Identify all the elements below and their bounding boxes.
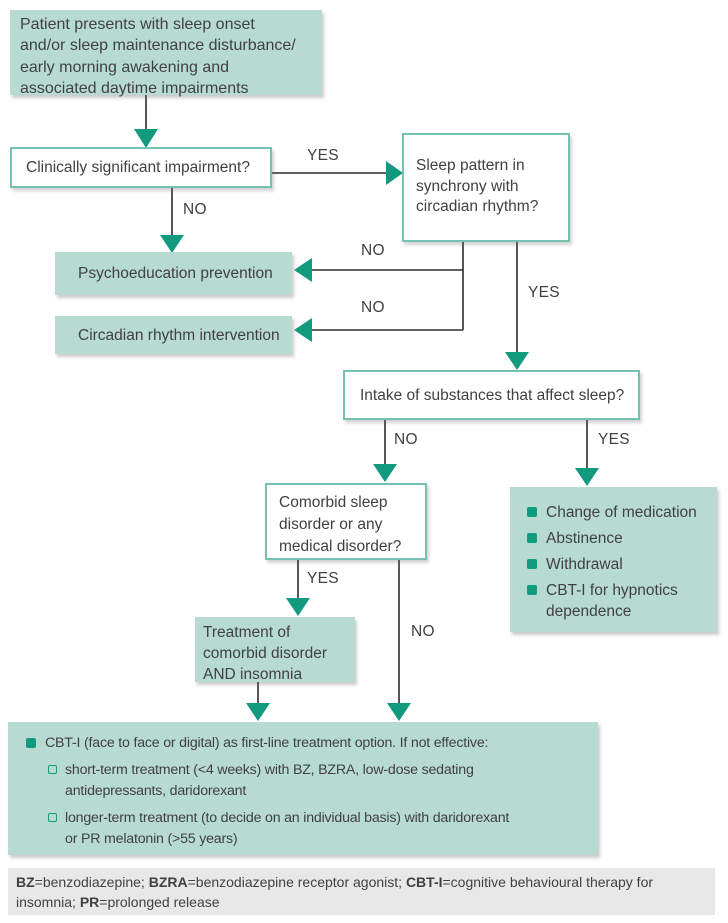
legend-abbr: BZ bbox=[16, 874, 35, 890]
edge-label-yes: YES bbox=[307, 147, 339, 164]
edge-label-no: NO bbox=[394, 431, 418, 448]
node-text-line: circadian rhythm? bbox=[416, 198, 539, 215]
square-bullet-icon bbox=[527, 559, 537, 569]
abbreviation-legend: BZ=benzodiazepine; BZRA=benzodiazepine r… bbox=[8, 868, 715, 915]
node-text-line: Treatment of bbox=[203, 624, 291, 641]
arrowhead-down-icon bbox=[575, 468, 599, 486]
legend-abbr: PR bbox=[79, 893, 100, 910]
edge-label-yes: YES bbox=[598, 431, 630, 448]
node-psychoeducation-prevention: Psychoeducation prevention bbox=[55, 252, 292, 295]
arrowhead-left-icon bbox=[294, 318, 312, 342]
node-question-text: Clinically significant impairment? bbox=[26, 159, 250, 176]
square-bullet-icon bbox=[527, 533, 537, 543]
node-clinically-significant-impairment: Clinically significant impairment? bbox=[10, 147, 272, 188]
node-comorbid-disorder-question: Comorbid sleep disorder or any medical d… bbox=[265, 483, 427, 560]
arrowhead-down-icon bbox=[373, 464, 397, 482]
arrowhead-down-icon bbox=[387, 703, 411, 721]
square-bullet-icon bbox=[527, 507, 537, 517]
list-item-text: CBT-I (face to face or digital) as first… bbox=[45, 735, 489, 751]
list-item-text: Abstinence bbox=[546, 530, 623, 547]
arrowhead-left-icon bbox=[294, 258, 312, 282]
list-item: short-term treatment (<4 weeks) with BZ,… bbox=[48, 760, 598, 802]
node-text-line: medical disorder? bbox=[279, 538, 402, 555]
legend-text: =prolonged release bbox=[99, 893, 220, 910]
list-item: Abstinence bbox=[527, 528, 707, 549]
node-text: Psychoeducation prevention bbox=[78, 265, 273, 282]
open-square-bullet-icon bbox=[48, 813, 57, 822]
square-bullet-icon bbox=[527, 585, 537, 595]
arrowhead-right-icon bbox=[386, 161, 403, 185]
node-text-line: Patient presents with sleep onset bbox=[20, 16, 255, 33]
list-item: longer-term treatment (to decide on an i… bbox=[48, 808, 598, 850]
list-item: Withdrawal bbox=[527, 554, 707, 575]
list-item: CBT-I (face to face or digital) as first… bbox=[26, 733, 598, 754]
arrowhead-down-icon bbox=[134, 129, 158, 148]
open-square-bullet-icon bbox=[48, 765, 57, 774]
list-item-text: Change of medication bbox=[546, 504, 697, 521]
node-text-line: Comorbid sleep bbox=[279, 494, 388, 511]
list-item-text: longer-term treatment (to decide on an i… bbox=[65, 810, 510, 847]
list-item: Change of medication bbox=[527, 502, 707, 523]
arrowhead-down-icon bbox=[286, 598, 310, 616]
arrowhead-down-icon bbox=[505, 352, 529, 370]
node-text-line: AND insomnia bbox=[203, 666, 303, 683]
node-text-line: and/or sleep maintenance disturbance/ bbox=[20, 37, 296, 55]
node-text-line: synchrony with bbox=[416, 177, 519, 195]
node-text-line: comorbid disorder bbox=[203, 645, 328, 662]
list-item: CBT-I for hypnotics dependence bbox=[527, 580, 707, 622]
node-text-line: Sleep pattern in bbox=[416, 157, 525, 174]
arrowhead-down-icon bbox=[246, 703, 270, 721]
node-comorbid-treatment: Treatment of comorbid disorder AND insom… bbox=[195, 617, 355, 683]
edge-label-no: NO bbox=[361, 242, 385, 259]
legend-abbr: CBT-I bbox=[405, 874, 443, 890]
node-text-line: associated daytime impairments bbox=[20, 79, 249, 97]
legend-text: =cognitive behavioural therapy for insom… bbox=[16, 874, 654, 910]
list-item-text: Withdrawal bbox=[546, 556, 623, 573]
edge-label-yes: YES bbox=[528, 284, 560, 301]
legend-abbr: BZRA bbox=[148, 874, 188, 890]
legend-text: =benzodiazepine; bbox=[34, 874, 149, 890]
list-item-text: short-term treatment (<4 weeks) with BZ,… bbox=[65, 762, 474, 799]
list-item-text: CBT-I for hypnotics dependence bbox=[546, 582, 678, 620]
legend-text: =benzodiazepine receptor agonist; bbox=[187, 874, 406, 890]
node-first-line-treatment: CBT-I (face to face or digital) as first… bbox=[8, 722, 598, 855]
node-text: Circadian rhythm intervention bbox=[78, 326, 280, 344]
node-substance-intake-question: Intake of substances that affect sleep? bbox=[343, 370, 640, 420]
edge-label-no: NO bbox=[361, 299, 385, 316]
node-circadian-rhythm-intervention: Circadian rhythm intervention bbox=[55, 316, 292, 354]
arrowhead-down-icon bbox=[160, 235, 184, 253]
node-patient-presentation: Patient presents with sleep onset and/or… bbox=[10, 10, 322, 97]
node-question-text: Intake of substances that affect sleep? bbox=[360, 386, 625, 404]
node-text-line: disorder or any bbox=[279, 516, 383, 533]
node-text-line: early morning awakening and bbox=[20, 58, 230, 76]
node-sleep-pattern-synchrony: Sleep pattern in synchrony with circadia… bbox=[402, 133, 570, 242]
edge-label-no: NO bbox=[411, 623, 435, 640]
node-substance-actions: Change of medication Abstinence Withdraw… bbox=[510, 487, 717, 632]
square-bullet-icon bbox=[26, 738, 36, 748]
arrowheads bbox=[134, 129, 599, 721]
edge-label-yes: YES bbox=[307, 570, 339, 587]
edge-label-no: NO bbox=[183, 201, 207, 218]
connector-lines bbox=[145, 95, 588, 703]
